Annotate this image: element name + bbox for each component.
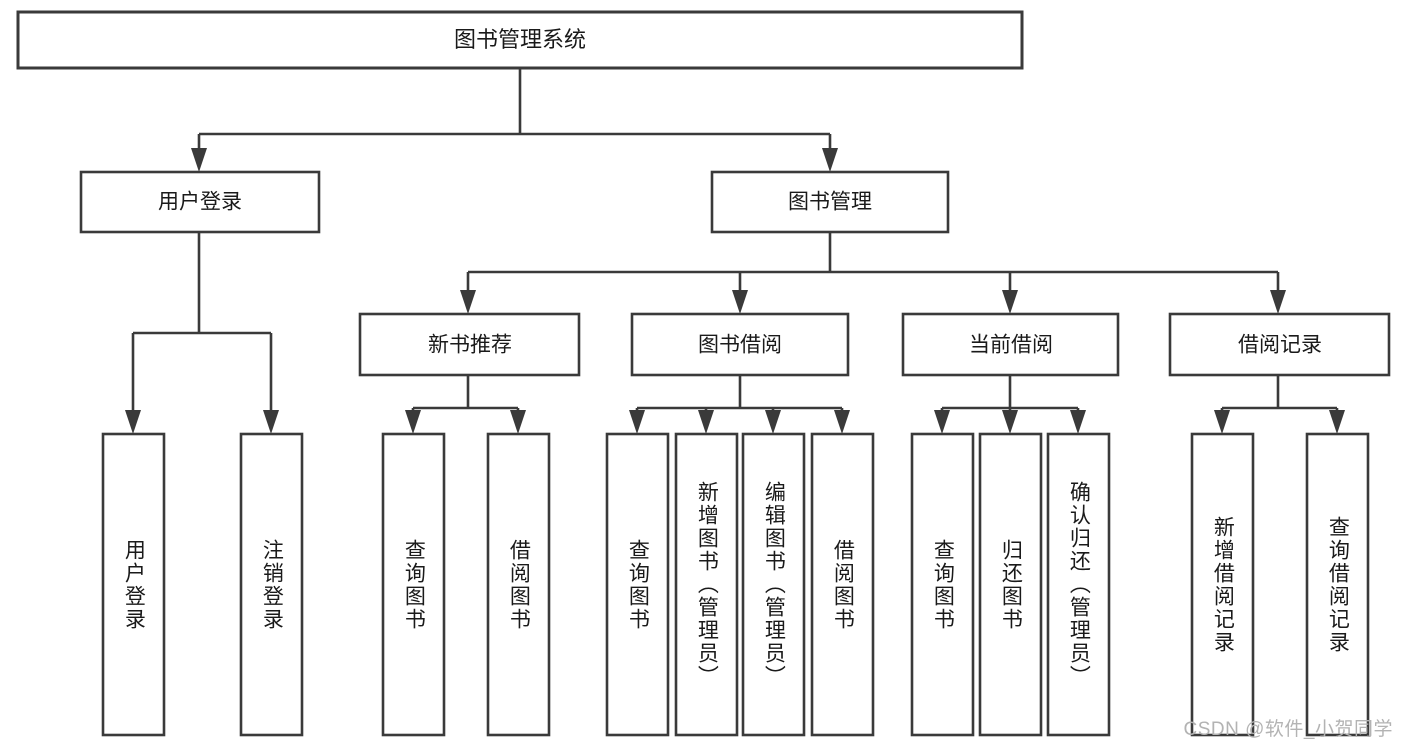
leaf-box-bookborrow-3[interactable] bbox=[741, 432, 806, 737]
node-current-borrow-label: 当前借阅 bbox=[969, 334, 1053, 357]
arrow-new-book-recommend bbox=[460, 290, 476, 314]
node-book-borrow[interactable]: 图书借阅 bbox=[630, 312, 850, 377]
node-borrow-record-box[interactable] bbox=[1168, 312, 1391, 377]
node-new-book-recommend-label: 新书推荐 bbox=[428, 334, 512, 357]
arrow-leaf-newbook-1 bbox=[405, 410, 421, 434]
arrow-userlogin bbox=[191, 148, 207, 172]
node-current-borrow[interactable]: 当前借阅 bbox=[901, 312, 1120, 377]
leaf-box-currentborrow-2[interactable] bbox=[978, 432, 1043, 737]
arrow-leaf-bookborrow-3 bbox=[765, 410, 781, 434]
arrow-leaf-bookborrow-1 bbox=[629, 410, 645, 434]
node-root-box[interactable] bbox=[16, 10, 1024, 70]
arrow-current-borrow bbox=[1002, 290, 1018, 314]
leaf-box-user-login-1[interactable] bbox=[101, 432, 166, 737]
arrow-book-borrow bbox=[732, 290, 748, 314]
arrow-leaf-borrowrecord-1 bbox=[1214, 410, 1230, 434]
node-root[interactable]: 图书管理系统 bbox=[16, 10, 1024, 70]
node-borrow-record[interactable]: 借阅记录 bbox=[1168, 312, 1391, 377]
node-user-login-label: 用户登录 bbox=[158, 191, 242, 214]
leaf-box-currentborrow-1[interactable] bbox=[910, 432, 975, 737]
arrow-leaf-borrowrecord-2 bbox=[1329, 410, 1345, 434]
leaf-box-bookborrow-4[interactable] bbox=[810, 432, 875, 737]
node-book-borrow-box[interactable] bbox=[630, 312, 850, 377]
node-book-management-box[interactable] bbox=[710, 170, 950, 234]
node-root-label: 图书管理系统 bbox=[454, 27, 586, 52]
arrow-leaf-currentborrow-2 bbox=[1002, 410, 1018, 434]
node-new-book-recommend[interactable]: 新书推荐 bbox=[358, 312, 581, 377]
node-book-management-label: 图书管理 bbox=[788, 191, 872, 214]
connector-group bbox=[125, 68, 1345, 434]
leaf-box-newbook-1[interactable] bbox=[381, 432, 446, 737]
node-borrow-record-label: 借阅记录 bbox=[1238, 334, 1322, 357]
arrow-bookmgmt bbox=[822, 148, 838, 172]
leaf-box-bookborrow-1[interactable] bbox=[605, 432, 670, 737]
arrow-leaf-user-login-2 bbox=[263, 410, 279, 434]
leaf-box-borrowrecord-1[interactable] bbox=[1190, 432, 1255, 737]
leaf-box-borrowrecord-2[interactable] bbox=[1305, 432, 1370, 737]
node-user-login-box[interactable] bbox=[79, 170, 321, 234]
leaf-box-bookborrow-2[interactable] bbox=[674, 432, 739, 737]
arrow-leaf-bookborrow-2 bbox=[698, 410, 714, 434]
arrow-leaf-currentborrow-1 bbox=[934, 410, 950, 434]
node-current-borrow-box[interactable] bbox=[901, 312, 1120, 377]
arrow-leaf-bookborrow-4 bbox=[834, 410, 850, 434]
watermark-text: CSDN @软件_小贺同学 bbox=[1183, 719, 1393, 740]
node-book-management[interactable]: 图书管理 bbox=[710, 170, 950, 234]
arrow-leaf-newbook-2 bbox=[510, 410, 526, 434]
node-new-book-recommend-box[interactable] bbox=[358, 312, 581, 377]
leaf-box-currentborrow-3[interactable] bbox=[1046, 432, 1111, 737]
arrow-borrow-record bbox=[1270, 290, 1286, 314]
node-user-login[interactable]: 用户登录 bbox=[79, 170, 321, 234]
leaf-box-user-login-2[interactable] bbox=[239, 432, 304, 737]
node-book-borrow-label: 图书借阅 bbox=[698, 334, 782, 357]
leaf-box-newbook-2[interactable] bbox=[486, 432, 551, 737]
arrow-leaf-currentborrow-3 bbox=[1070, 410, 1086, 434]
arrow-leaf-user-login-1 bbox=[125, 410, 141, 434]
